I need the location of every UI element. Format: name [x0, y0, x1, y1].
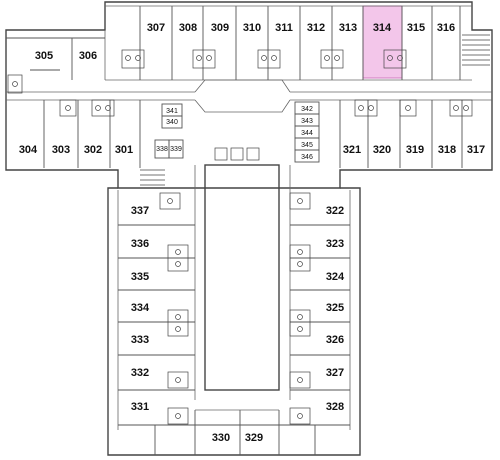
room-318-label[interactable]: 318 [438, 144, 456, 156]
south-bathroom-fixtures [159, 192, 311, 425]
room-329-label[interactable]: 329 [245, 432, 263, 444]
room-labels: 307 308 309 310 311 312 313 314 315 316 … [19, 22, 485, 444]
room-321-label[interactable]: 321 [343, 144, 361, 156]
room-302-label[interactable]: 302 [84, 144, 102, 156]
room-304-label[interactable]: 304 [19, 144, 38, 156]
room-335-label[interactable]: 335 [131, 271, 149, 283]
room-308-label[interactable]: 308 [179, 22, 197, 34]
room-307-label[interactable]: 307 [147, 22, 165, 34]
room-319-label[interactable]: 319 [406, 144, 424, 156]
room-326-label[interactable]: 326 [326, 334, 344, 346]
room-344-label[interactable]: 344 [301, 130, 313, 137]
room-324-label[interactable]: 324 [326, 271, 345, 283]
room-312-label[interactable]: 312 [307, 22, 325, 34]
room-301-label[interactable]: 301 [115, 144, 133, 156]
bathroom-fixtures [7, 49, 473, 117]
room-306-label[interactable]: 306 [79, 50, 97, 62]
room-342-label[interactable]: 342 [301, 106, 313, 113]
room-315-label[interactable]: 315 [407, 22, 425, 34]
room-303-label[interactable]: 303 [52, 144, 70, 156]
south-wing-walls [107, 164, 361, 456]
room-320-label[interactable]: 320 [373, 144, 391, 156]
room-333-label[interactable]: 333 [131, 334, 149, 346]
room-316-label[interactable]: 316 [437, 22, 455, 34]
room-305-label[interactable]: 305 [35, 50, 53, 62]
room-346-label[interactable]: 346 [301, 154, 313, 161]
room-317-label[interactable]: 317 [467, 144, 485, 156]
room-314-label[interactable]: 314 [373, 22, 392, 34]
room-328-label[interactable]: 328 [326, 401, 344, 413]
room-327-label[interactable]: 327 [326, 367, 344, 379]
room-336-label[interactable]: 336 [131, 238, 149, 250]
room-332-label[interactable]: 332 [131, 367, 149, 379]
room-309-label[interactable]: 309 [211, 22, 229, 34]
room-337-label[interactable]: 337 [131, 205, 149, 217]
room-325-label[interactable]: 325 [326, 302, 344, 314]
room-313-label[interactable]: 313 [339, 22, 357, 34]
room-314-highlight[interactable] [362, 5, 403, 79]
room-334-label[interactable]: 334 [131, 302, 150, 314]
room-330-label[interactable]: 330 [212, 432, 230, 444]
room-339-label[interactable]: 339 [170, 146, 182, 153]
room-311-label[interactable]: 311 [275, 22, 293, 34]
room-338-label[interactable]: 338 [156, 146, 168, 153]
room-322-label[interactable]: 322 [326, 205, 344, 217]
room-345-label[interactable]: 345 [301, 142, 313, 149]
room-310-label[interactable]: 310 [243, 22, 261, 34]
room-323-label[interactable]: 323 [326, 238, 344, 250]
room-341-label[interactable]: 341 [166, 108, 178, 115]
room-340-label[interactable]: 340 [166, 119, 178, 126]
room-343-label[interactable]: 343 [301, 118, 313, 125]
room-331-label[interactable]: 331 [131, 401, 149, 413]
